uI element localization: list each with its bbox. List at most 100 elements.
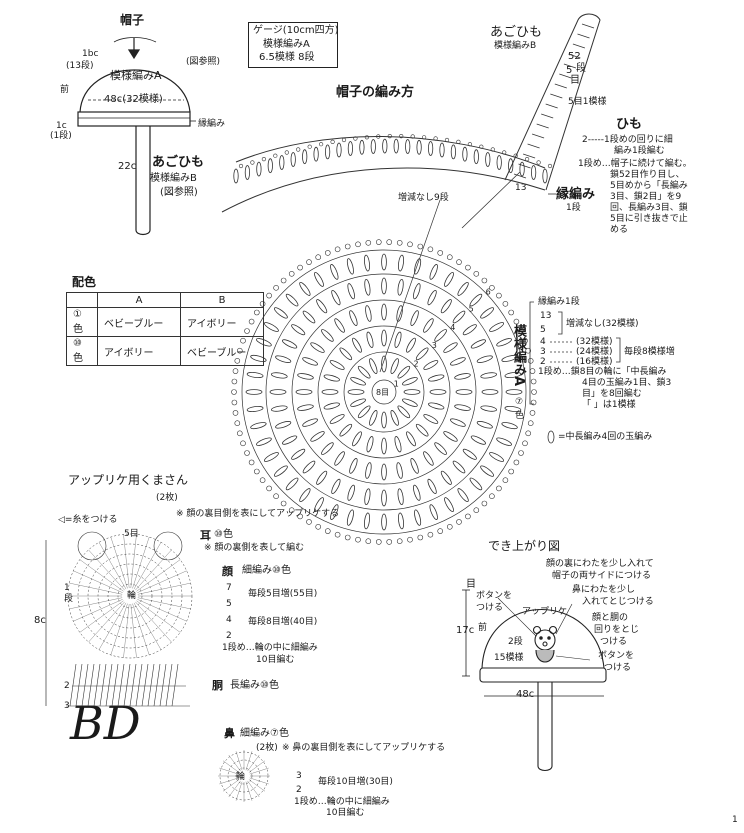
edge-stitch — [375, 239, 382, 245]
edge-stitch — [437, 250, 444, 256]
bear-eye-icon — [539, 636, 543, 640]
body-pattern: 長編み⑩色 — [230, 680, 279, 691]
chain-stitch — [376, 134, 381, 139]
hat-strap-outline — [135, 126, 151, 236]
ear-ring — [153, 531, 183, 561]
puff-stitch — [364, 512, 370, 530]
ring-label: 1 — [394, 379, 399, 388]
himo-line8: 5目に引き抜きで止 — [610, 214, 688, 224]
edge-stitch — [240, 440, 246, 447]
ring-label: 5 — [469, 304, 474, 313]
nose-ring — [235, 767, 253, 785]
puff-stitch — [416, 139, 422, 155]
puff-stitch — [302, 418, 318, 427]
color-row-a: アイボリー — [97, 336, 181, 366]
bear-face-chart — [45, 531, 193, 707]
puff-stitch — [366, 436, 374, 453]
puff-stitch — [396, 462, 403, 479]
pa-r1a: 1段め…鎖8目の輪に「中長編み — [538, 367, 667, 377]
hat-top-label: 1bc — [82, 49, 99, 59]
puff-stitch — [476, 421, 493, 429]
puff-stitch — [275, 355, 292, 363]
puff-stitch — [381, 513, 387, 531]
puff-stitch — [394, 436, 402, 453]
puff-stitch — [496, 437, 512, 446]
face-spoke — [137, 570, 187, 593]
edge-stitch — [502, 300, 509, 307]
bear-ear-icon — [532, 625, 542, 635]
nose-spoke — [235, 751, 243, 771]
edge-stitch — [266, 485, 272, 492]
pa-r1c: 目」を8回編む — [582, 389, 642, 399]
puff-stitch — [470, 435, 487, 445]
puff-stitch — [390, 358, 399, 374]
page-number: 1 — [732, 815, 738, 825]
chain-stitch — [296, 147, 301, 152]
gauge-pattern: 模様編みA — [263, 39, 310, 50]
chain-stitch — [536, 160, 541, 165]
nose-spoke — [245, 751, 253, 771]
puff-stitch — [423, 414, 439, 424]
face-spoke — [73, 599, 123, 622]
hat-strap-ref: (図参照) — [160, 187, 198, 198]
puff-stitch — [365, 462, 372, 479]
puff-stitch — [397, 488, 404, 506]
color-row-b: ベビーブルー — [180, 336, 264, 366]
puff-stitch — [256, 437, 272, 446]
color-table: A B ①色 ベビーブルー アイボリー ⑩色 アイボリー ベビーブルー — [66, 292, 264, 366]
puff-stitch — [396, 305, 403, 322]
puff-stitch — [381, 411, 387, 429]
puff-stitch — [273, 465, 288, 477]
hat-pattern: 模様編みA — [110, 69, 162, 82]
edge-stitch — [231, 378, 238, 385]
strap-length: 22c — [118, 161, 137, 172]
finished-title: でき上がり図 — [488, 539, 561, 553]
nose-spoke — [235, 781, 243, 801]
puff-stitch — [316, 299, 328, 314]
puff-stitch — [428, 374, 445, 382]
puff-stitch — [450, 418, 466, 427]
puff-stitch — [316, 470, 328, 485]
puff-stitch — [323, 374, 340, 382]
puff-stitch — [397, 405, 411, 419]
puff-stitch — [406, 431, 416, 447]
nose-r1b: 10目編む — [326, 808, 365, 818]
how-to-title: 帽子の編み方 — [336, 85, 415, 100]
bear-count: (2枚) — [156, 493, 178, 503]
puff-stitch — [285, 293, 299, 307]
puff-stitch — [405, 139, 411, 154]
strap-stitch — [568, 53, 581, 59]
body-stitch — [141, 663, 149, 707]
strap-rows-dan: 段 — [576, 63, 586, 74]
edge-stitch — [259, 300, 266, 307]
puff-stitch — [263, 322, 279, 332]
puff-stitch — [480, 405, 498, 412]
bear-thread: ◁=糸をつける — [58, 515, 118, 525]
puff-stitch — [473, 149, 479, 165]
edge-stitch — [240, 337, 246, 344]
face-r7: 7 — [226, 583, 232, 593]
strap-repeat: 5目1模様 — [568, 97, 607, 107]
face-spoke — [79, 559, 124, 592]
face-spoke — [123, 603, 130, 658]
fin-button1: ボタンを — [476, 591, 513, 601]
face-spoke — [110, 536, 128, 589]
finished-strap — [537, 682, 553, 772]
puff-stitch — [269, 389, 287, 395]
strap-rows-52: 52 — [568, 51, 581, 62]
edge-stitch — [386, 239, 393, 245]
edge-stitch — [288, 507, 295, 514]
puff-stitch — [366, 331, 374, 348]
puff-stitch — [444, 271, 454, 287]
nose-count: (2枚) — [256, 743, 278, 753]
puff-stitch — [393, 138, 399, 154]
pa-r2: 2 — [540, 357, 546, 367]
edge-stitch — [232, 410, 239, 416]
puff-stitch — [429, 264, 438, 280]
puff-stitch — [414, 258, 422, 275]
puff-stitch — [291, 448, 306, 460]
body-stitch — [81, 663, 89, 707]
puff-stitch — [310, 431, 325, 442]
spiral-ring — [317, 325, 451, 459]
spiral-ring — [241, 249, 527, 535]
